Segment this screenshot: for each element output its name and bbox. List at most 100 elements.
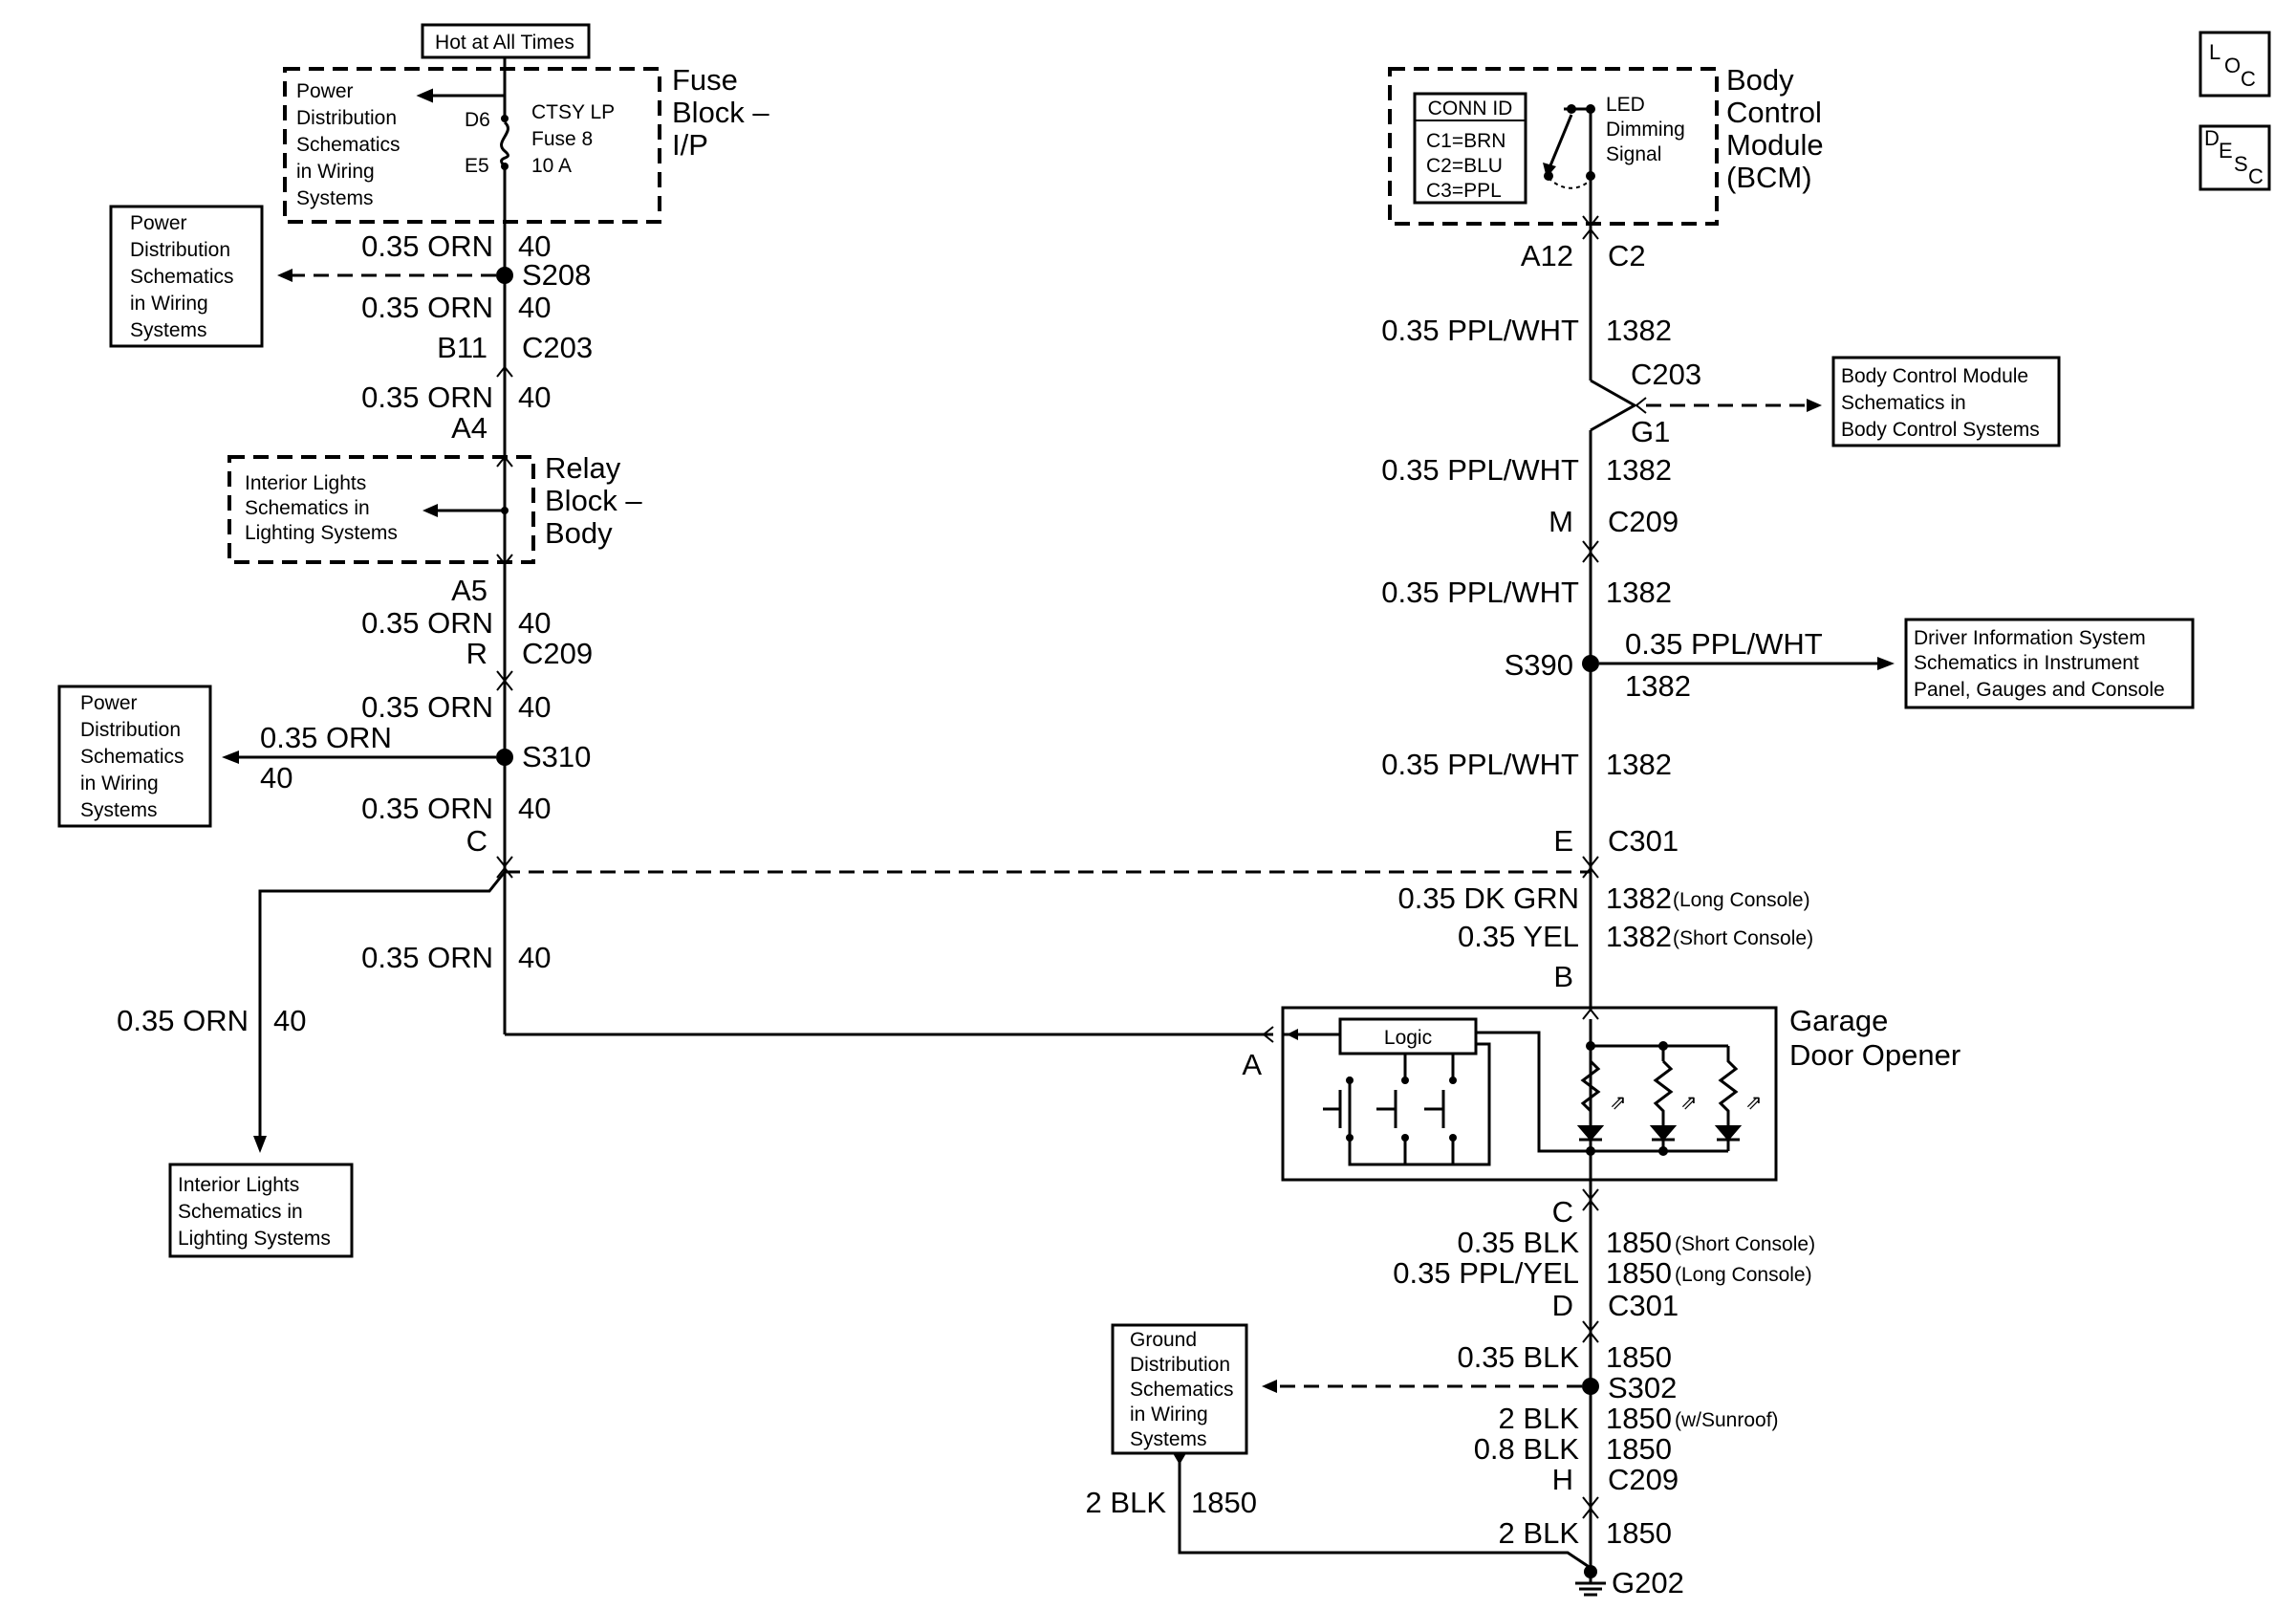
wire-label-7: 0.35 ORN 40	[361, 941, 551, 974]
svg-text:Logic: Logic	[1384, 1027, 1432, 1049]
wire-label-4: 0.35 ORN 40	[361, 606, 551, 640]
svg-text:D6: D6	[465, 109, 490, 131]
svg-text:O: O	[2224, 54, 2241, 77]
svg-text:Schematics: Schematics	[1130, 1379, 1234, 1401]
svg-text:C203: C203	[522, 331, 593, 364]
splice-s208[interactable]: S208	[496, 258, 591, 292]
connector-c301-ground: D C301	[1552, 1289, 1679, 1343]
connector-c209-ground: H C209	[1552, 1463, 1679, 1519]
s208-power-ref[interactable]: Power Distribution Schematics in Wiring …	[109, 205, 264, 348]
svg-text:1382: 1382	[1606, 748, 1672, 781]
svg-text:H: H	[1552, 1463, 1573, 1496]
wire-label-8: 0.35 ORN 40	[117, 1004, 306, 1037]
svg-text:0.35 ORN: 0.35 ORN	[117, 1004, 249, 1037]
svg-text:1382: 1382	[1606, 920, 1672, 953]
bcm-schematics-ref[interactable]: Body Control Module Schematics in Body C…	[1831, 356, 2061, 447]
gdo-led-array: ⇗ ⇗ ⇗	[1576, 1019, 1763, 1187]
relay-pin-a5: A5	[451, 574, 487, 607]
svg-text:Ground: Ground	[1130, 1329, 1197, 1351]
fuse-8: D6 E5 CTSY LP Fuse 8 10 A	[416, 57, 615, 222]
svg-text:Systems: Systems	[130, 319, 207, 341]
svg-text:Interior Lights: Interior Lights	[245, 472, 366, 494]
svg-text:⇗: ⇗	[1745, 1092, 1763, 1114]
connector-c203-left: B11 C203	[437, 331, 593, 378]
ground-g202-label: G202	[1612, 1566, 1684, 1599]
svg-text:0.35 ORN: 0.35 ORN	[361, 381, 493, 414]
svg-text:Schematics: Schematics	[130, 266, 234, 288]
gdo-pin-c: C	[1552, 1188, 1599, 1229]
ground-branch-label: 2 BLK 1850	[1086, 1486, 1257, 1519]
loc-icon[interactable]: L O C	[2199, 31, 2271, 98]
hot-at-all-times-label: Hot at All Times	[421, 23, 591, 59]
splice-s390[interactable]: S390	[1505, 648, 1599, 682]
dis-schematics-ref[interactable]: Driver Information System Schematics in …	[1904, 618, 2195, 709]
svg-text:C: C	[466, 824, 487, 858]
svg-text:CONN ID: CONN ID	[1428, 98, 1513, 120]
gdo-button-3	[1424, 1054, 1457, 1164]
svg-text:40: 40	[518, 792, 551, 825]
right-wire-label-3: 0.35 PPL/WHT 1382	[1381, 576, 1672, 609]
svg-text:M: M	[1549, 505, 1573, 538]
ground-ref-branch	[1178, 1453, 1592, 1570]
svg-text:Schematics: Schematics	[296, 134, 401, 156]
svg-text:Lighting Systems: Lighting Systems	[178, 1228, 331, 1250]
wire-label-5: 0.35 ORN 40	[361, 690, 551, 724]
svg-text:40: 40	[518, 606, 551, 640]
ground-distribution-ref[interactable]: Ground Distribution Schematics in Wiring…	[1111, 1323, 1248, 1455]
relay-pin-a4: A4	[451, 411, 487, 445]
svg-text:Door Opener: Door Opener	[1789, 1038, 1960, 1072]
desc-icon[interactable]: D E S C	[2199, 124, 2271, 191]
fuse-block-power-ref[interactable]: Power Distribution Schematics in Wiring …	[296, 80, 401, 209]
svg-text:10 A: 10 A	[531, 155, 572, 177]
ground-wire-label-1a: 0.35 BLK 1850 (Short Console)	[1457, 1226, 1815, 1259]
wire-label-1: 0.35 ORN 40	[361, 229, 551, 263]
svg-text:Block –: Block –	[672, 96, 769, 129]
gdo-button-1	[1323, 1077, 1354, 1164]
svg-text:0.35 BLK: 0.35 BLK	[1457, 1226, 1579, 1259]
svg-text:2 BLK: 2 BLK	[1499, 1402, 1580, 1435]
svg-text:B11: B11	[437, 331, 487, 364]
svg-text:E: E	[2219, 139, 2233, 163]
splice-s310[interactable]: S310	[496, 740, 591, 773]
svg-text:1850: 1850	[1606, 1340, 1672, 1374]
svg-text:0.35 ORN: 0.35 ORN	[361, 291, 493, 324]
relay-block-outline	[227, 455, 535, 564]
svg-text:2 BLK: 2 BLK	[1499, 1516, 1580, 1550]
svg-text:I/P: I/P	[672, 128, 708, 162]
svg-text:0.35 PPL/WHT: 0.35 PPL/WHT	[1381, 453, 1579, 487]
gdo-led-3: ⇗	[1714, 1046, 1763, 1151]
gdo-pin-b: B	[1553, 960, 1599, 1020]
svg-text:40: 40	[518, 291, 551, 324]
svg-text:in Wiring: in Wiring	[1130, 1403, 1208, 1425]
svg-text:S302: S302	[1608, 1371, 1677, 1404]
svg-text:Schematics in Instrument: Schematics in Instrument	[1914, 652, 2139, 674]
svg-text:C209: C209	[1608, 505, 1679, 538]
interior-lights-ref[interactable]: Interior Lights Schematics in Lighting S…	[168, 1163, 354, 1258]
svg-text:Fuse: Fuse	[672, 63, 738, 97]
svg-text:Power: Power	[80, 692, 138, 714]
svg-text:B: B	[1553, 960, 1573, 993]
connector-c301-left: C	[466, 824, 513, 879]
svg-text:(Short Console): (Short Console)	[1673, 927, 1813, 949]
svg-text:C: C	[2248, 164, 2264, 188]
right-wire-label-5a: 0.35 DK GRN 1382 (Long Console)	[1397, 881, 1809, 915]
svg-text:(Short Console): (Short Console)	[1675, 1233, 1815, 1255]
svg-text:Power: Power	[296, 80, 354, 102]
right-wire-label-2: 0.35 PPL/WHT 1382	[1381, 453, 1672, 487]
svg-text:A12: A12	[1521, 239, 1573, 272]
relay-interior-ref[interactable]: Interior Lights Schematics in Lighting S…	[245, 472, 398, 544]
connector-c301-right: E C301	[1553, 824, 1679, 879]
svg-text:LED: LED	[1606, 94, 1645, 116]
bcm-title: Body Control Module (BCM)	[1726, 63, 1824, 194]
svg-text:C2=BLU: C2=BLU	[1426, 155, 1503, 177]
s310-power-ref[interactable]: Power Distribution Schematics in Wiring …	[57, 685, 212, 828]
splice-s302[interactable]: S302	[1582, 1371, 1677, 1404]
svg-text:C203: C203	[1631, 358, 1701, 391]
svg-text:1382: 1382	[1606, 453, 1672, 487]
svg-text:Module: Module	[1726, 128, 1824, 162]
svg-text:0.35 ORN: 0.35 ORN	[260, 721, 392, 754]
svg-text:C1=BRN: C1=BRN	[1426, 130, 1505, 152]
svg-text:0.35 PPL/WHT: 0.35 PPL/WHT	[1381, 314, 1579, 347]
svg-text:R: R	[466, 637, 487, 670]
